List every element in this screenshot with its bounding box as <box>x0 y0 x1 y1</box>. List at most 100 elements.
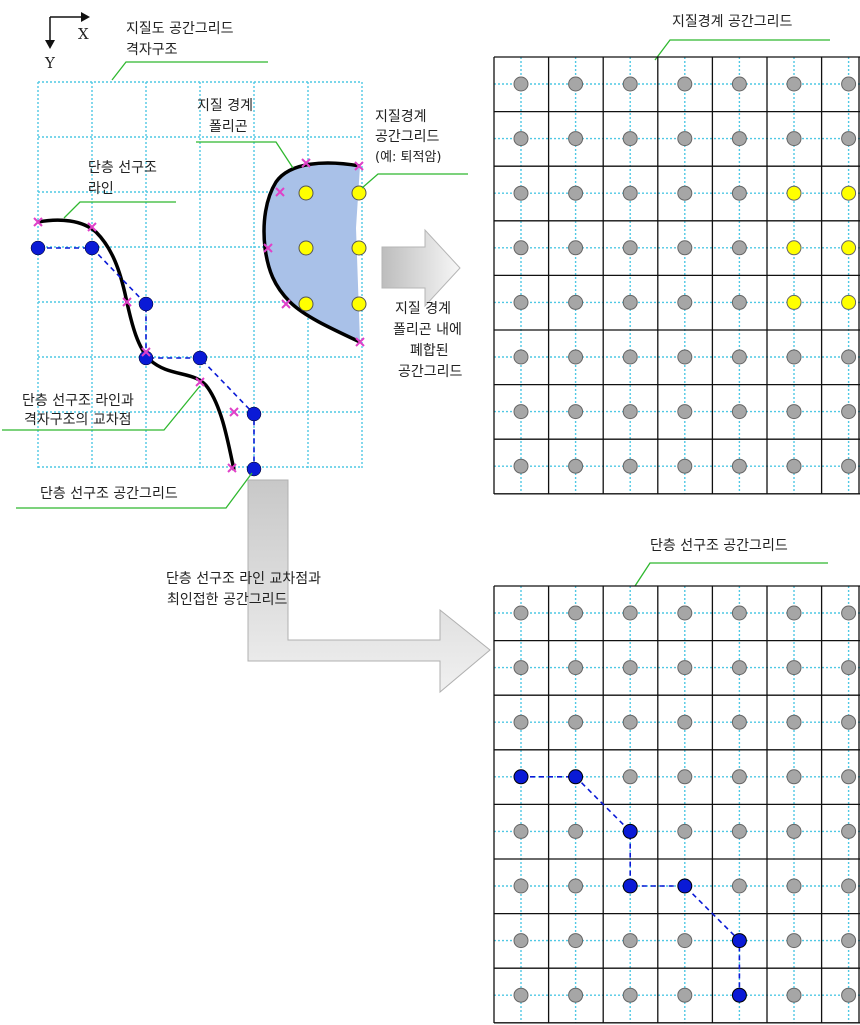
leader-fault-line <box>63 201 176 219</box>
grid-node <box>841 404 857 420</box>
grid-node <box>677 185 693 201</box>
left-boundary-node <box>351 296 367 312</box>
boundary-grid-node <box>786 294 802 310</box>
boundary-grid-node <box>786 240 802 256</box>
left-boundary-node <box>298 240 314 256</box>
grid-node <box>513 660 529 676</box>
grid-node <box>622 769 638 785</box>
grid-node <box>786 878 802 894</box>
left-boundary-node <box>298 185 314 201</box>
left-cross-marks <box>33 158 365 473</box>
leader-boundary-grid <box>361 173 468 189</box>
grid-node <box>622 131 638 147</box>
grid-node <box>677 458 693 474</box>
grid-node <box>786 933 802 949</box>
intersection-cross-mark <box>275 187 285 197</box>
label-fault-grid: 단층 선구조 공간그리드 <box>40 486 178 502</box>
grid-node <box>677 605 693 621</box>
grid-node <box>568 458 584 474</box>
grid-node <box>677 294 693 310</box>
grid-node <box>841 349 857 365</box>
left-fault-node <box>246 461 262 477</box>
grid-node <box>513 131 529 147</box>
grid-node <box>568 240 584 256</box>
boundary-grid-node <box>786 185 802 201</box>
intersection-cross-mark <box>301 158 311 168</box>
grid-node <box>731 349 747 365</box>
left-boundary-node <box>351 185 367 201</box>
grid-node <box>513 605 529 621</box>
leader-right-bottom <box>634 562 828 587</box>
fault-grid-node <box>677 878 693 894</box>
intersection-cross-mark <box>141 347 151 357</box>
fault-grid-node <box>622 823 638 839</box>
label-boundary-polygon-2: 폴리곤 <box>209 119 248 135</box>
grid-node <box>841 660 857 676</box>
label-enclosed-1: 지질 경계 <box>395 301 451 317</box>
grid-node <box>731 458 747 474</box>
right-bottom-fault-grid <box>493 585 860 1024</box>
boundary-polygon-line <box>262 161 361 344</box>
grid-node <box>786 349 802 365</box>
intersection-cross-mark <box>354 161 364 171</box>
grid-node <box>841 76 857 92</box>
grid-node <box>841 933 857 949</box>
grid-node <box>568 878 584 894</box>
leader-boundary-polygon <box>196 141 294 169</box>
left-fault-node <box>192 350 208 366</box>
left-geology-grid <box>30 81 367 477</box>
grid-node <box>513 933 529 949</box>
grid-node <box>622 987 638 1003</box>
grid-node <box>677 714 693 730</box>
grid-node <box>677 240 693 256</box>
grid-node <box>513 240 529 256</box>
intersection-cross-mark <box>33 217 43 227</box>
label-fault-line-2: 라인 <box>88 181 114 197</box>
grid-node <box>731 131 747 147</box>
left-fault-node <box>30 240 46 256</box>
grid-node <box>568 349 584 365</box>
intersection-cross-mark <box>87 222 97 232</box>
grid-node <box>731 878 747 894</box>
grid-node <box>841 714 857 730</box>
grid-node <box>622 714 638 730</box>
grid-node <box>677 131 693 147</box>
leader-right-top <box>654 39 830 61</box>
grid-node <box>731 76 747 92</box>
grid-node <box>841 987 857 1003</box>
grid-node <box>841 458 857 474</box>
intersection-cross-mark <box>227 463 237 473</box>
label-right-bottom-title: 단층 선구조 공간그리드 <box>650 538 788 554</box>
grid-node <box>786 76 802 92</box>
grid-node <box>622 458 638 474</box>
grid-node <box>841 605 857 621</box>
intersection-cross-mark <box>281 299 291 309</box>
grid-node <box>622 660 638 676</box>
x-axis-label: X <box>78 25 89 43</box>
leader-intersection <box>2 385 201 431</box>
grid-node <box>731 823 747 839</box>
grid-node <box>568 823 584 839</box>
grid-node <box>677 769 693 785</box>
grid-node <box>622 349 638 365</box>
grid-node <box>731 185 747 201</box>
grid-node <box>786 458 802 474</box>
grid-node <box>677 987 693 1003</box>
grid-node <box>731 605 747 621</box>
grid-node <box>513 404 529 420</box>
grid-node <box>786 769 802 785</box>
grid-node <box>568 294 584 310</box>
grid-node <box>568 605 584 621</box>
grid-node <box>568 714 584 730</box>
y-axis-arrow-head <box>45 40 55 49</box>
grid-node <box>731 660 747 676</box>
grid-node <box>677 823 693 839</box>
label-nearest-1: 단층 선구조 라인 교차점과 <box>166 571 321 587</box>
left-grid-lines <box>37 81 363 469</box>
grid-node <box>841 878 857 894</box>
grid-node <box>786 987 802 1003</box>
grid-node <box>841 823 857 839</box>
grid-node <box>568 185 584 201</box>
grid-node <box>731 769 747 785</box>
fault-grid-node <box>513 769 529 785</box>
